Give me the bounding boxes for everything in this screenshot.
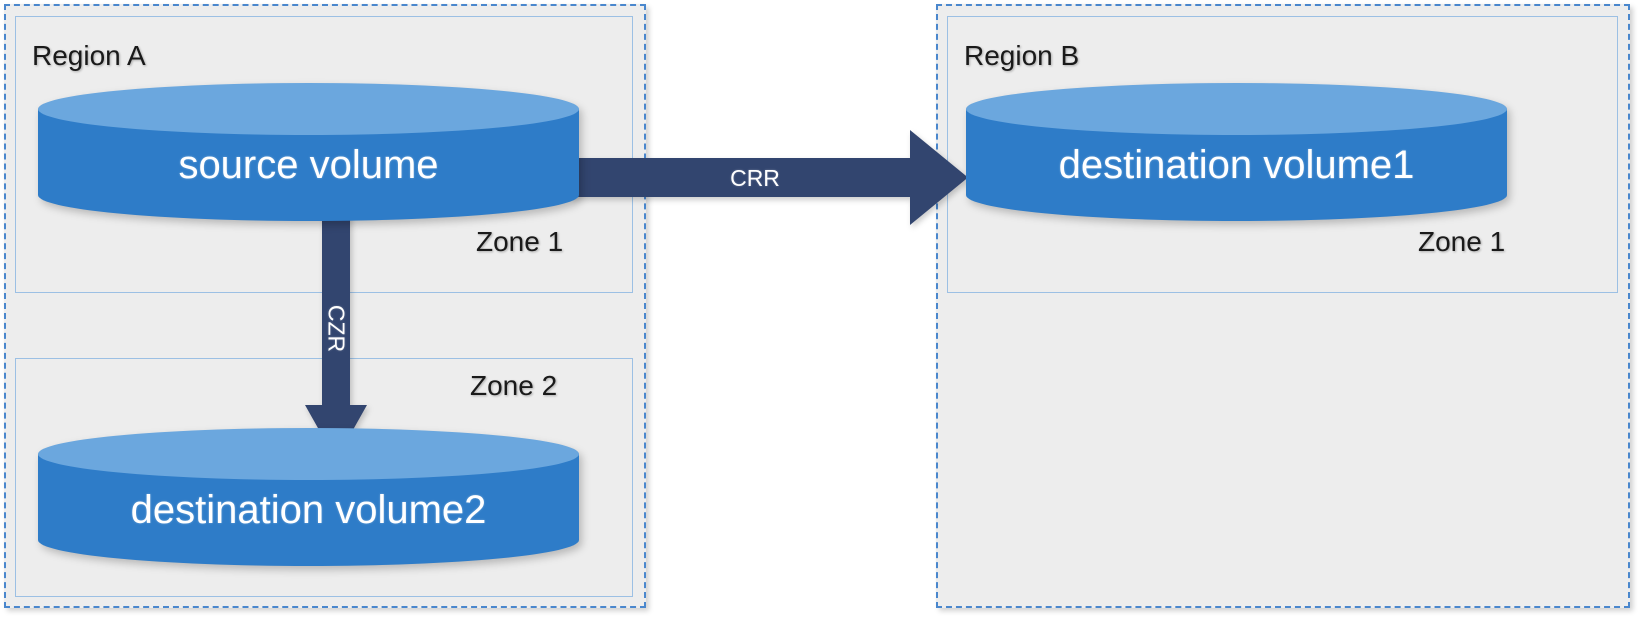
- region-a-label: Region A: [32, 40, 146, 71]
- region-b-label: Region B: [964, 40, 1080, 71]
- destination-volume2-cylinder[interactable]: destination volume2: [38, 428, 579, 566]
- zone-a1-label: Zone 1: [476, 226, 564, 257]
- czr-arrow[interactable]: [305, 205, 367, 460]
- destination-volume1-cylinder[interactable]: destination volume1: [966, 83, 1507, 221]
- destination-volume1-label: destination volume1: [1058, 143, 1415, 187]
- destination-volume2-label: destination volume2: [130, 488, 487, 532]
- czr-arrow-label: CZR: [323, 304, 350, 353]
- zone-a2-label: Zone 2: [470, 370, 558, 401]
- source-volume-label: source volume: [178, 143, 439, 187]
- czr-arrow-shape: [305, 205, 367, 460]
- crr-arrow-label: CRR: [730, 165, 780, 191]
- zone-b1-label: Zone 1: [1418, 226, 1506, 257]
- source-volume-cylinder[interactable]: source volume: [38, 83, 579, 221]
- destination-volume1-shape: [966, 83, 1507, 221]
- source-volume-shape: [38, 83, 579, 221]
- destination-volume2-shape: [38, 428, 579, 566]
- crr-arrow[interactable]: [570, 130, 968, 225]
- crr-arrow-shape: [570, 130, 968, 225]
